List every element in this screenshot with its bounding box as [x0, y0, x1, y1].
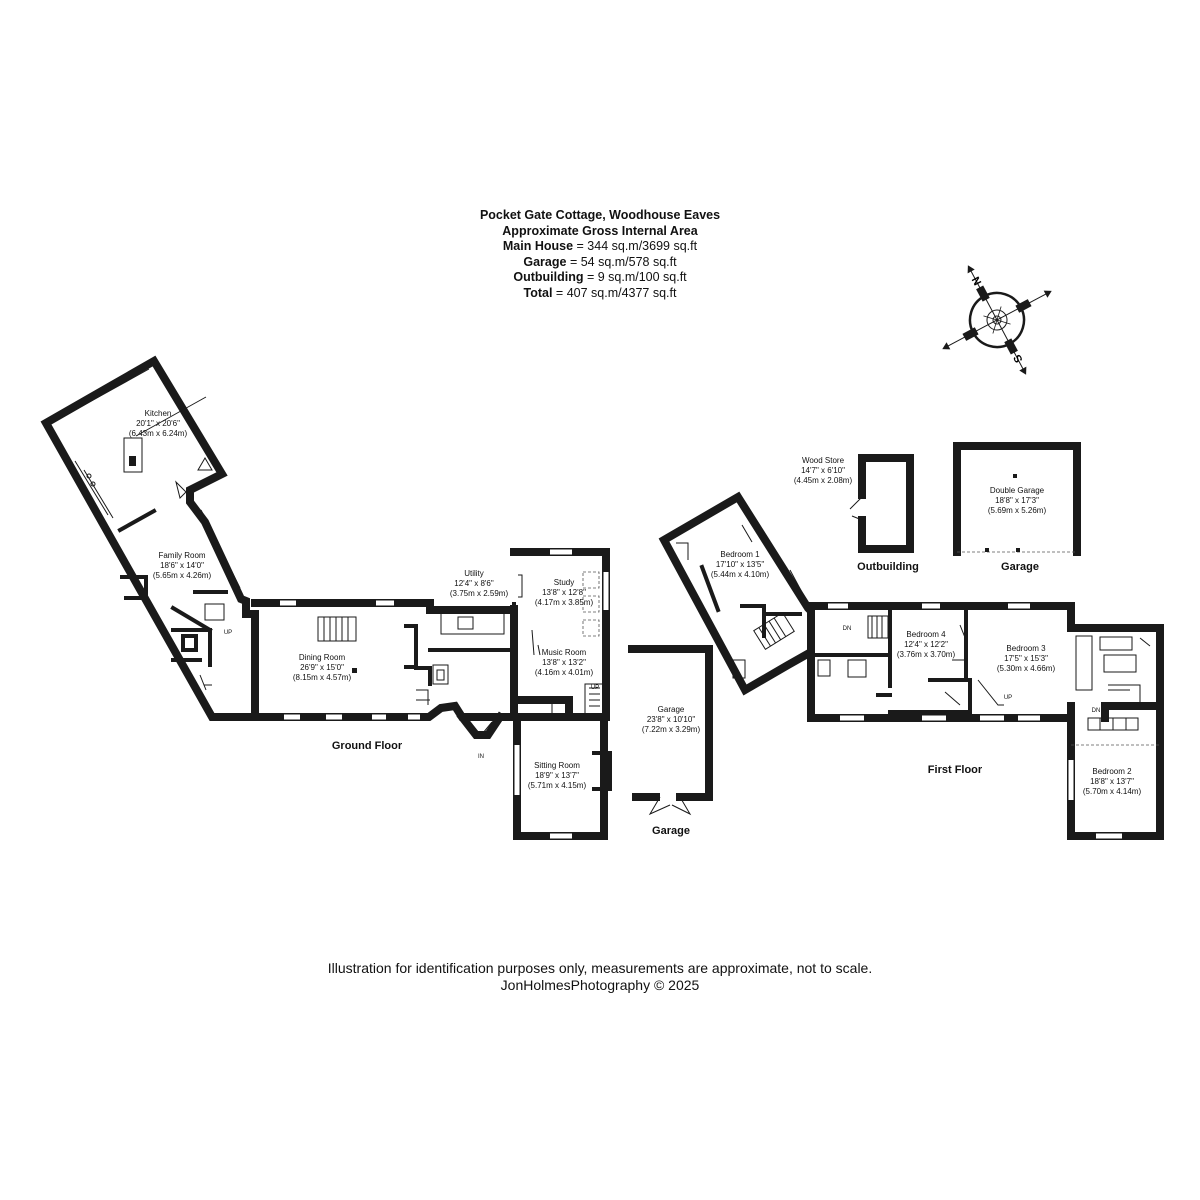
svg-text:12'4" x 12'2": 12'4" x 12'2"	[904, 640, 948, 649]
room-bedroom-2: Bedroom 2 18'8" x 13'7" (5.70m x 4.14m)	[1083, 767, 1142, 796]
ground-floor-plan	[40, 355, 612, 840]
svg-text:Music Room: Music Room	[542, 648, 587, 657]
svg-text:17'5" x 15'3": 17'5" x 15'3"	[1004, 654, 1048, 663]
svg-text:Sitting Room: Sitting Room	[534, 761, 580, 770]
svg-text:Bedroom 1: Bedroom 1	[720, 550, 760, 559]
svg-text:Wood Store: Wood Store	[802, 456, 845, 465]
room-study: Study 13'8" x 12'8" (4.17m x 3.85m)	[535, 578, 594, 607]
property-title: Pocket Gate Cottage, Woodhouse Eaves	[479, 208, 721, 222]
room-kitchen: Kitchen 20'1" x 20'6" (6.43m x 6.24m)	[129, 409, 188, 438]
svg-text:13'8" x 12'8": 13'8" x 12'8"	[542, 588, 586, 597]
svg-text:(5.70m x 4.14m): (5.70m x 4.14m)	[1083, 787, 1142, 796]
entrance-marker: IN	[478, 754, 484, 760]
room-family: Family Room 18'6" x 14'0" (5.65m x 4.26m…	[153, 551, 212, 580]
svg-text:(3.76m x 3.70m): (3.76m x 3.70m)	[897, 650, 956, 659]
svg-text:Bedroom 3: Bedroom 3	[1006, 644, 1046, 653]
svg-text:Garage: Garage	[658, 705, 685, 714]
svg-text:Bedroom 2: Bedroom 2	[1092, 767, 1132, 776]
label-first-floor: First Floor	[928, 764, 983, 776]
svg-text:(5.30m x 4.66m): (5.30m x 4.66m)	[997, 664, 1056, 673]
first-floor-plan	[658, 491, 1164, 840]
svg-text:Bedroom 4: Bedroom 4	[906, 630, 946, 639]
svg-text:26'9" x 15'0": 26'9" x 15'0"	[300, 663, 344, 672]
svg-text:(4.45m x 2.08m): (4.45m x 2.08m)	[794, 476, 853, 485]
label-garage-2: Garage	[1001, 561, 1039, 573]
plan-header: Pocket Gate Cottage, Woodhouse Eaves App…	[300, 208, 900, 301]
svg-text:(3.75m x 2.59m): (3.75m x 2.59m)	[450, 589, 509, 598]
compass-north-label: N	[970, 274, 984, 287]
disclaimer-text: Illustration for identification purposes…	[327, 960, 873, 976]
room-utility: Utility 12'4" x 8'6" (3.75m x 2.59m)	[450, 569, 509, 598]
label-ground-floor: Ground Floor	[332, 740, 403, 752]
outbuilding-plan	[849, 454, 914, 553]
svg-text:(7.22m x 3.29m): (7.22m x 3.29m)	[642, 725, 701, 734]
area-garage: Garage = 54 sq.m/578 sq.ft	[523, 254, 677, 269]
room-double-garage: Double Garage 18'8" x 17'3" (5.69m x 5.2…	[988, 486, 1047, 515]
svg-text:(4.17m x 3.85m): (4.17m x 3.85m)	[535, 598, 594, 607]
label-garage: Garage	[652, 825, 690, 837]
svg-text:Dining Room: Dining Room	[299, 653, 346, 662]
room-wood-store: Wood Store 14'7" x 6'10" (4.45m x 2.08m)	[794, 456, 853, 485]
svg-text:18'8" x 17'3": 18'8" x 17'3"	[995, 496, 1039, 505]
svg-text:(8.15m x 4.57m): (8.15m x 4.57m)	[293, 673, 352, 682]
stair-up-marker-2: UP	[591, 685, 599, 691]
double-garage-plan	[953, 442, 1081, 556]
garage-plan	[628, 645, 713, 816]
room-bedroom-3: Bedroom 3 17'5" x 15'3" (5.30m x 4.66m)	[997, 644, 1056, 673]
area-main-house: Main House = 344 sq.m/3699 sq.ft	[502, 239, 698, 253]
svg-text:(4.16m x 4.01m): (4.16m x 4.01m)	[535, 668, 594, 677]
svg-text:23'8" x 10'10": 23'8" x 10'10"	[647, 715, 695, 724]
svg-text:13'8" x 13'2": 13'8" x 13'2"	[542, 658, 586, 667]
svg-text:Utility: Utility	[464, 569, 484, 578]
svg-text:Study: Study	[554, 578, 574, 587]
svg-text:18'9" x 13'7": 18'9" x 13'7"	[535, 771, 579, 780]
svg-text:(5.65m x 4.26m): (5.65m x 4.26m)	[153, 571, 212, 580]
room-sitting: Sitting Room 18'9" x 13'7" (5.71m x 4.15…	[528, 761, 587, 790]
svg-text:14'7" x 6'10": 14'7" x 6'10"	[801, 466, 845, 475]
stair-down-marker-2: DN	[1092, 708, 1101, 714]
stair-down-marker-1: DN	[843, 626, 852, 632]
area-total: Total = 407 sq.m/4377 sq.ft	[523, 285, 677, 300]
stair-up-marker-3: UP	[1004, 695, 1012, 701]
stair-up-marker-1: UP	[224, 630, 232, 636]
svg-text:18'6" x 14'0": 18'6" x 14'0"	[160, 561, 204, 570]
label-outbuilding: Outbuilding	[857, 561, 919, 573]
room-garage: Garage 23'8" x 10'10" (7.22m x 3.29m)	[642, 705, 701, 734]
compass-south-label: S	[1012, 352, 1026, 364]
compass-icon: N S	[942, 265, 1052, 375]
room-dining: Dining Room 26'9" x 15'0" (8.15m x 4.57m…	[293, 653, 352, 682]
svg-text:Double Garage: Double Garage	[990, 486, 1045, 495]
room-music: Music Room 13'8" x 13'2" (4.16m x 4.01m)	[535, 648, 594, 677]
svg-text:18'8" x 13'7": 18'8" x 13'7"	[1090, 777, 1134, 786]
plan-footer: Illustration for identification purposes…	[200, 960, 1000, 994]
svg-text:(5.69m x 5.26m): (5.69m x 5.26m)	[988, 506, 1047, 515]
svg-text:(6.43m x 6.24m): (6.43m x 6.24m)	[129, 429, 188, 438]
credit-text: JonHolmesPhotography © 2025	[500, 977, 700, 993]
room-bedroom-4: Bedroom 4 12'4" x 12'2" (3.76m x 3.70m)	[897, 630, 956, 659]
svg-text:20'1" x 20'6": 20'1" x 20'6"	[136, 419, 180, 428]
svg-text:12'4" x 8'6": 12'4" x 8'6"	[454, 579, 494, 588]
area-subtitle: Approximate Gross Internal Area	[502, 223, 698, 238]
svg-text:Kitchen: Kitchen	[145, 409, 172, 418]
svg-text:(5.71m x 4.15m): (5.71m x 4.15m)	[528, 781, 587, 790]
room-bedroom-1: Bedroom 1 17'10" x 13'5" (5.44m x 4.10m)	[711, 550, 770, 579]
svg-text:Family Room: Family Room	[158, 551, 205, 560]
area-outbuilding: Outbuilding = 9 sq.m/100 sq.ft	[513, 270, 687, 284]
svg-text:17'10" x 13'5": 17'10" x 13'5"	[716, 560, 764, 569]
svg-text:(5.44m x 4.10m): (5.44m x 4.10m)	[711, 570, 770, 579]
